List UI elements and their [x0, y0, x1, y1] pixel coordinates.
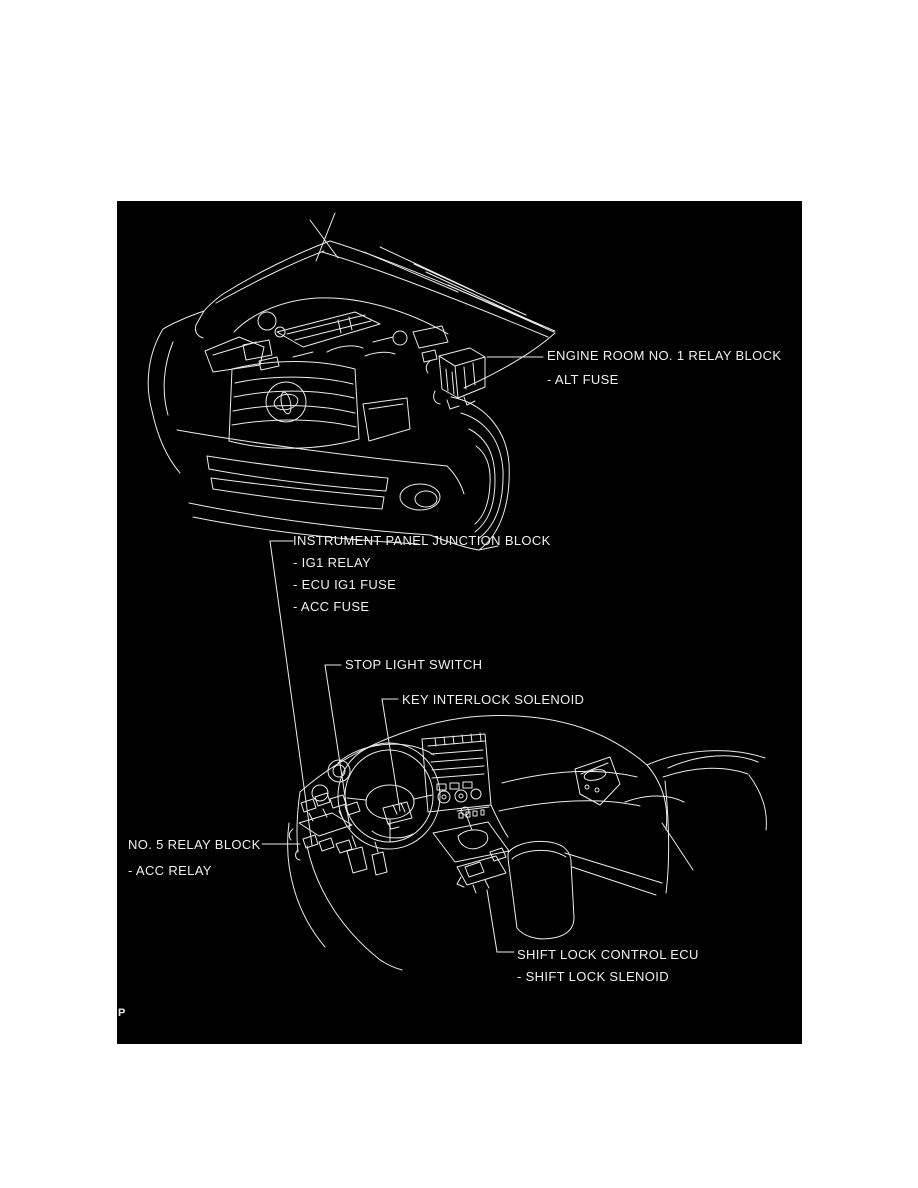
brand-emblem-icon — [265, 381, 307, 423]
no5-relay-block-drawing — [288, 792, 361, 861]
callout-title: INSTRUMENT PANEL JUNCTION BLOCK — [293, 533, 551, 548]
key-interlock-solenoid-drawing — [382, 801, 413, 830]
callout-title: ENGINE ROOM NO. 1 RELAY BLOCK — [547, 348, 782, 363]
callout-title: STOP LIGHT SWITCH — [345, 657, 483, 672]
callout-item: - IG1 RELAY — [293, 555, 372, 570]
page-marker: P — [118, 1007, 126, 1019]
leader-shift-lock-control-ecu — [486, 889, 515, 953]
dashboard-illustration — [287, 715, 767, 971]
door-handle-drawing — [574, 756, 621, 806]
leader-instrument-panel-junction-block — [269, 540, 313, 846]
shift-lock-ecu-drawing — [456, 847, 507, 894]
engine-room-relay-block-drawing — [425, 347, 486, 410]
diagram-panel: ENGINE ROOM NO. 1 RELAY BLOCK - ALT FUSE… — [117, 201, 802, 1044]
callout-item: - ACC RELAY — [128, 863, 212, 878]
callout-title: NO. 5 RELAY BLOCK — [128, 837, 261, 852]
leader-lines — [261, 356, 544, 953]
leader-key-interlock-solenoid — [381, 698, 401, 812]
diagram-artwork — [147, 212, 767, 971]
callout-item: - SHIFT LOCK SLENOID — [517, 969, 669, 984]
callout-title: SHIFT LOCK CONTROL ECU — [517, 947, 699, 962]
steering-wheel-drawing — [337, 742, 441, 850]
callout-item: - ECU IG1 FUSE — [293, 577, 397, 592]
fog-lamp-drawing — [399, 483, 441, 511]
engine-bay-illustration — [147, 212, 556, 551]
leader-stop-light-switch — [324, 664, 351, 830]
callout-title: KEY INTERLOCK SOLENOID — [402, 692, 585, 707]
callout-item: - ALT FUSE — [547, 372, 619, 387]
callout-item: - ACC FUSE — [293, 599, 370, 614]
